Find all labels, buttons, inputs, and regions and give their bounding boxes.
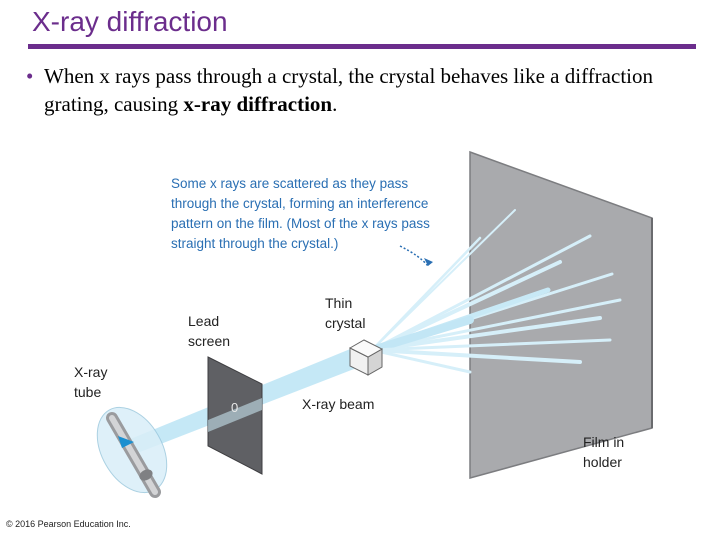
label-xray-tube-line-1: X-ray <box>74 364 107 380</box>
slide-title: X-ray diffraction <box>32 6 228 37</box>
note-pointer-arrowhead <box>424 258 433 266</box>
title-underline <box>28 44 696 49</box>
label-xray-tube: X-ray tube <box>74 364 111 400</box>
label-thin-crystal-line-1: Thin <box>325 295 352 311</box>
label-film-line-2: holder <box>583 454 622 470</box>
note-line-3: pattern on the film. (Most of the x rays… <box>171 216 430 231</box>
label-lead-screen: Lead screen <box>188 313 230 349</box>
label-film-in-holder: Film in holder <box>583 434 628 470</box>
bullet-text-before: When x rays pass through a crystal, the … <box>44 64 653 116</box>
note-pointer-arrow <box>399 245 429 267</box>
label-thin-crystal: Thin crystal <box>325 295 365 331</box>
label-lead-screen-line-2: screen <box>188 333 230 349</box>
film-holder <box>469 150 653 479</box>
label-xray-tube-line-2: tube <box>74 384 101 400</box>
beam-through-screen <box>208 398 262 432</box>
note-line-1: Some x rays are scattered as they pass <box>171 176 408 191</box>
note-line-2: through the crystal, forming an interfer… <box>171 196 428 211</box>
label-lead-screen-line-1: Lead <box>188 313 219 329</box>
label-film-line-1: Film in <box>583 434 624 450</box>
bullet-text-after: . <box>332 92 338 116</box>
note-line-4: straight through the crystal.) <box>171 236 338 251</box>
diagram-note: Some x rays are scattered as they pass t… <box>171 176 434 251</box>
xray-tube <box>96 406 168 498</box>
bullet-bold-term: x-ray diffraction <box>183 92 333 116</box>
thin-crystal <box>348 339 384 376</box>
copyright-notice: © 2016 Pearson Education Inc. <box>6 519 131 529</box>
bullet-text: When x rays pass through a crystal, the … <box>44 62 704 118</box>
diffracted-rays <box>368 209 622 374</box>
label-xray-beam: X-ray beam <box>302 396 374 412</box>
aperture-label: 0 <box>231 400 238 415</box>
label-thin-crystal-line-2: crystal <box>325 315 365 331</box>
bullet-marker: • <box>26 64 34 88</box>
